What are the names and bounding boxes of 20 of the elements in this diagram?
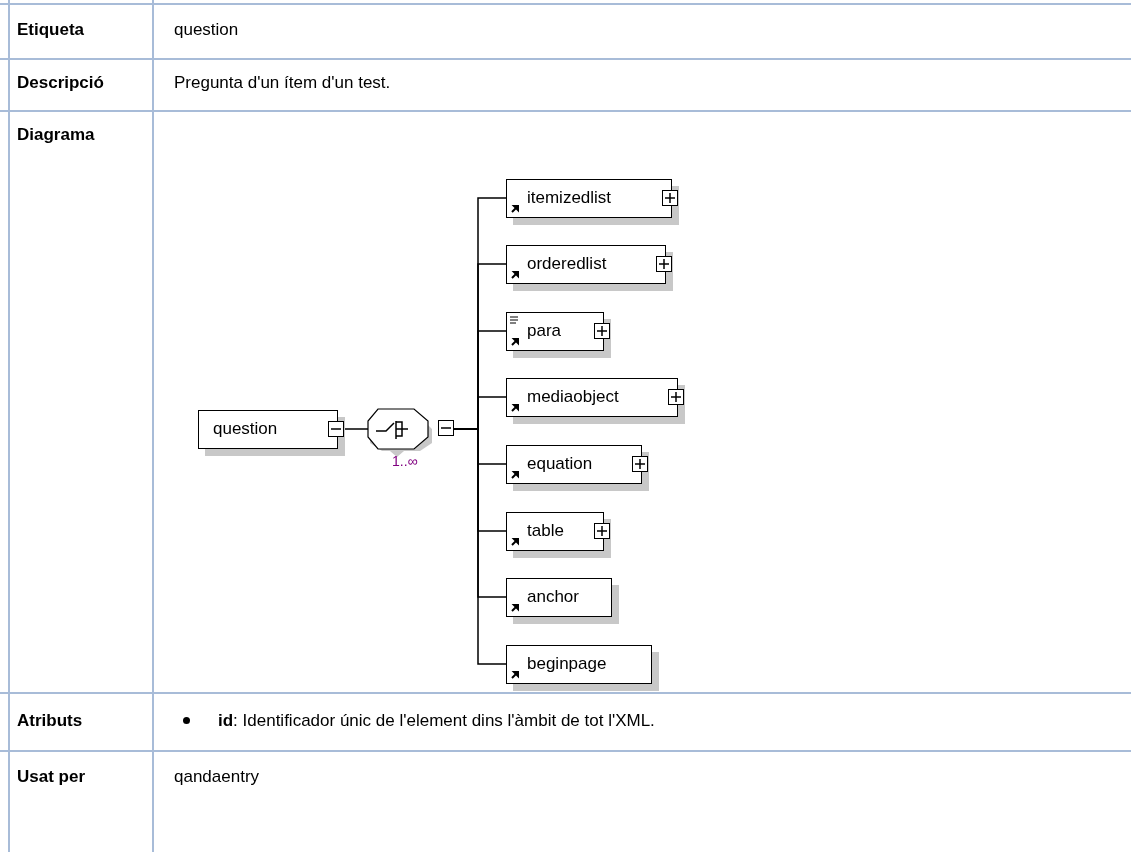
cardinality-label: 1..∞ [392,453,418,469]
cell-text: qandaentry [174,767,260,787]
element-name: itemizedlist [527,188,612,208]
element-name: beginpage [527,654,607,674]
element-name: mediaobject [527,387,619,407]
element-name: para [527,321,562,341]
element-name: table [527,521,564,541]
row-header: Descripció [17,73,104,93]
attribute-description: id: Identificador únic de l'element dins l'àmbit de tot l'XML. [218,711,655,731]
element-name: orderedlist [527,254,607,274]
row-header: Usat per [17,767,86,787]
element-name: equation [527,454,593,474]
row-header: Diagrama [17,125,95,145]
element-name: question [213,419,278,439]
connector-line [453,428,507,665]
row-header: Etiqueta [17,20,85,40]
element-name: anchor [527,587,579,607]
cell-text: question [174,20,239,40]
cell-text: Pregunta d'un ítem d'un test. [174,73,391,93]
row-header: Atributs [17,711,83,731]
